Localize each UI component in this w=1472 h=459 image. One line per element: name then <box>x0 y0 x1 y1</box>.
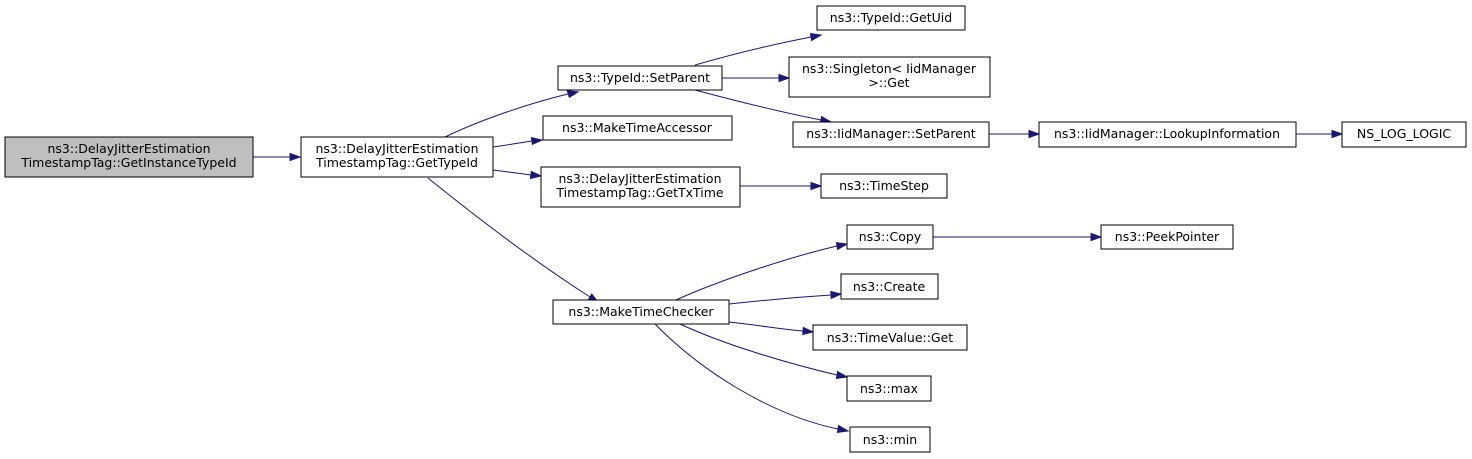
edge-maketimechecker-to-min <box>654 323 850 433</box>
edges <box>253 33 1344 433</box>
node-label: ns3::IidManager::LookupInformation <box>1054 126 1280 141</box>
edge-root-to-gettypeid <box>253 152 302 162</box>
edge-gettxtime-to-timestep <box>740 181 823 191</box>
node-label: ns3::MakeTimeAccessor <box>562 120 713 135</box>
node-label-line-2: TimestampTag::GetInstanceTypeId <box>20 155 236 170</box>
node-maketimeaccessor[interactable]: ns3::MakeTimeAccessor <box>542 115 733 141</box>
node-timestep[interactable]: ns3::TimeStep <box>820 173 948 199</box>
node-label-line-1: ns3::DelayJitterEstimation <box>558 171 721 186</box>
nodes: ns3::DelayJitterEstimation TimestampTag:… <box>4 5 1467 453</box>
node-label: ns3::IidManager::SetParent <box>806 126 976 141</box>
node-getinstancetypeid[interactable]: ns3::DelayJitterEstimation TimestampTag:… <box>4 136 254 178</box>
edge-maketimechecker-to-copy <box>675 242 849 301</box>
node-iidmanager-setparent[interactable]: ns3::IidManager::SetParent <box>792 121 990 148</box>
node-gettxtime[interactable]: ns3::DelayJitterEstimation TimestampTag:… <box>540 166 741 208</box>
edge-gettypeid-to-gettxtime <box>492 169 543 180</box>
edge-gettypeid-to-setparent <box>444 90 580 138</box>
node-label: ns3::Copy <box>859 229 922 244</box>
edge-maketimechecker-to-max <box>679 323 849 379</box>
edge-lookup-to-nslog <box>1296 129 1344 139</box>
node-peekpointer[interactable]: ns3::PeekPointer <box>1100 224 1234 250</box>
node-label-line-1: ns3::DelayJitterEstimation <box>315 141 478 156</box>
edge-setparent-to-getuid <box>694 33 823 66</box>
node-max[interactable]: ns3::max <box>846 375 932 402</box>
edge-gettypeid-to-maketimeaccessor <box>492 136 544 148</box>
node-label: ns3::max <box>860 381 918 396</box>
node-label: ns3::MakeTimeChecker <box>568 304 714 319</box>
node-label: NS_LOG_LOGIC <box>1357 126 1452 141</box>
node-label-line-1: ns3::DelayJitterEstimation <box>47 141 210 156</box>
node-label: ns3::TimeStep <box>839 178 929 193</box>
node-label-line-2: TimestampTag::GetTypeId <box>315 155 478 170</box>
node-typeid-getuid[interactable]: ns3::TypeId::GetUid <box>816 5 966 31</box>
edge-maketimechecker-to-timevalueget <box>728 321 815 336</box>
edge-setparent-to-singleton <box>721 73 791 83</box>
node-lookupinformation[interactable]: ns3::IidManager::LookupInformation <box>1038 121 1297 148</box>
node-label: ns3::PeekPointer <box>1115 229 1220 244</box>
node-label-line-2: TimestampTag::GetTxTime <box>555 185 724 200</box>
node-typeid-setparent[interactable]: ns3::TypeId::SetParent <box>557 65 723 91</box>
edge-copy-to-peekpointer <box>933 232 1103 242</box>
node-ns-log-logic[interactable]: NS_LOG_LOGIC <box>1341 121 1467 148</box>
node-label: ns3::TimeValue::Get <box>827 330 954 345</box>
node-copy[interactable]: ns3::Copy <box>846 224 934 250</box>
edge-iidsetparent-to-lookup <box>989 129 1041 139</box>
node-min[interactable]: ns3::min <box>849 426 931 453</box>
node-label-line-2: >::Get <box>868 75 909 90</box>
node-singleton-get[interactable]: ns3::Singleton< IidManager >::Get <box>788 56 991 98</box>
node-timevalue-get[interactable]: ns3::TimeValue::Get <box>812 324 968 351</box>
edge-maketimechecker-to-create <box>728 290 843 305</box>
node-maketimechecker[interactable]: ns3::MakeTimeChecker <box>552 299 730 325</box>
node-create[interactable]: ns3::Create <box>840 273 939 300</box>
node-label: ns3::TypeId::SetParent <box>570 70 710 85</box>
node-label: ns3::Create <box>853 279 926 294</box>
node-label: ns3::TypeId::GetUid <box>830 10 952 25</box>
node-gettypeid[interactable]: ns3::DelayJitterEstimation TimestampTag:… <box>300 136 494 178</box>
node-label: ns3::min <box>863 432 917 447</box>
node-label-line-1: ns3::Singleton< IidManager <box>802 61 977 76</box>
